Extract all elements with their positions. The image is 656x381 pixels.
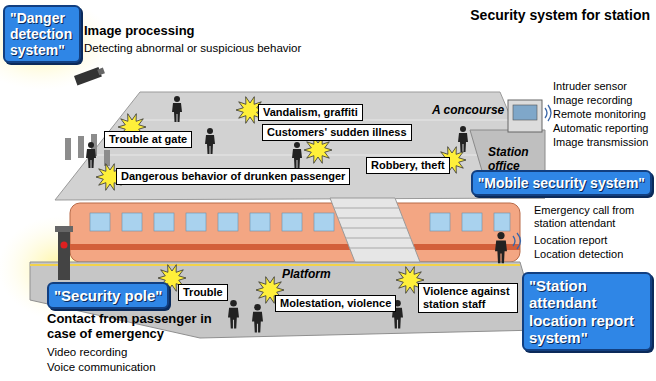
- system-box: "Danger detection system": [3, 5, 81, 63]
- feature-text: Intruder sensor: [553, 80, 627, 93]
- incident-box: Customers' sudden illness: [262, 124, 412, 141]
- node-text: Violence against station staff: [423, 285, 513, 311]
- feature-text: Location detection: [534, 248, 623, 261]
- feature-text: Emergency call from station attendant: [534, 204, 652, 229]
- feature-text: Image transmission: [553, 136, 648, 149]
- ticket-gate: [104, 150, 110, 166]
- node-text: Customers' sudden illness: [267, 126, 407, 139]
- node-text: "Station attendant location report syste…: [529, 277, 645, 346]
- feature-heading: Image processing: [84, 24, 195, 39]
- incident-bursts: [96, 97, 466, 304]
- feature-text: Video recording: [47, 346, 127, 359]
- system-box: "Mobile security system": [471, 170, 652, 196]
- stairs: [330, 198, 420, 262]
- node-text: "Security pole": [54, 287, 162, 304]
- ticket-gate: [78, 136, 84, 158]
- incident-box: Dangerous behavior of drunken passenger: [116, 168, 350, 185]
- feature-text: Detecting abnormal or suspicious behavio…: [84, 42, 301, 55]
- stairs-steps: [334, 208, 415, 248]
- ticket-gate: [65, 138, 71, 160]
- node-text: Vandalism, graffiti: [263, 106, 358, 119]
- area-label: Platform: [282, 268, 331, 282]
- node-text: Trouble at gate: [109, 133, 187, 146]
- system-box: "Security pole": [47, 282, 169, 309]
- feature-text: Location report: [534, 234, 607, 247]
- train-windows: [90, 213, 510, 231]
- incident-box: Robbery, theft: [366, 157, 450, 174]
- incident-box: Violence against station staff: [418, 283, 518, 313]
- node-text: Trouble: [183, 286, 223, 299]
- security-pole-icon: [55, 226, 73, 280]
- train: [70, 203, 520, 262]
- area-label: A concourse: [432, 104, 504, 118]
- platform-edge: [30, 264, 520, 266]
- camera-icon: [74, 66, 106, 86]
- diagram-title: Security system for station: [470, 7, 650, 23]
- incident-box: Vandalism, graffiti: [258, 104, 363, 121]
- monitor-device: [508, 100, 542, 132]
- node-text: "Mobile security system": [478, 175, 645, 191]
- node-text: Molestation, violence: [280, 297, 391, 310]
- node-text: "Danger detection system": [10, 10, 74, 58]
- node-text: Robbery, theft: [371, 159, 445, 172]
- node-text: Dangerous behavior of drunken passenger: [121, 170, 345, 183]
- train-stripe: [70, 244, 520, 250]
- feature-heading: Contact from passenger in case of emerge…: [47, 312, 212, 342]
- incident-box: Trouble: [178, 284, 228, 301]
- incident-box: Molestation, violence: [275, 295, 396, 312]
- feature-text: Voice communication: [47, 361, 156, 374]
- system-box: "Station attendant location report syste…: [522, 272, 652, 351]
- feature-text: Automatic reporting: [553, 122, 648, 135]
- area-label: Station office: [488, 146, 538, 174]
- feature-text: Image recording: [553, 94, 633, 107]
- feature-text: Remote monitoring: [553, 108, 646, 121]
- incident-box: Trouble at gate: [104, 131, 192, 148]
